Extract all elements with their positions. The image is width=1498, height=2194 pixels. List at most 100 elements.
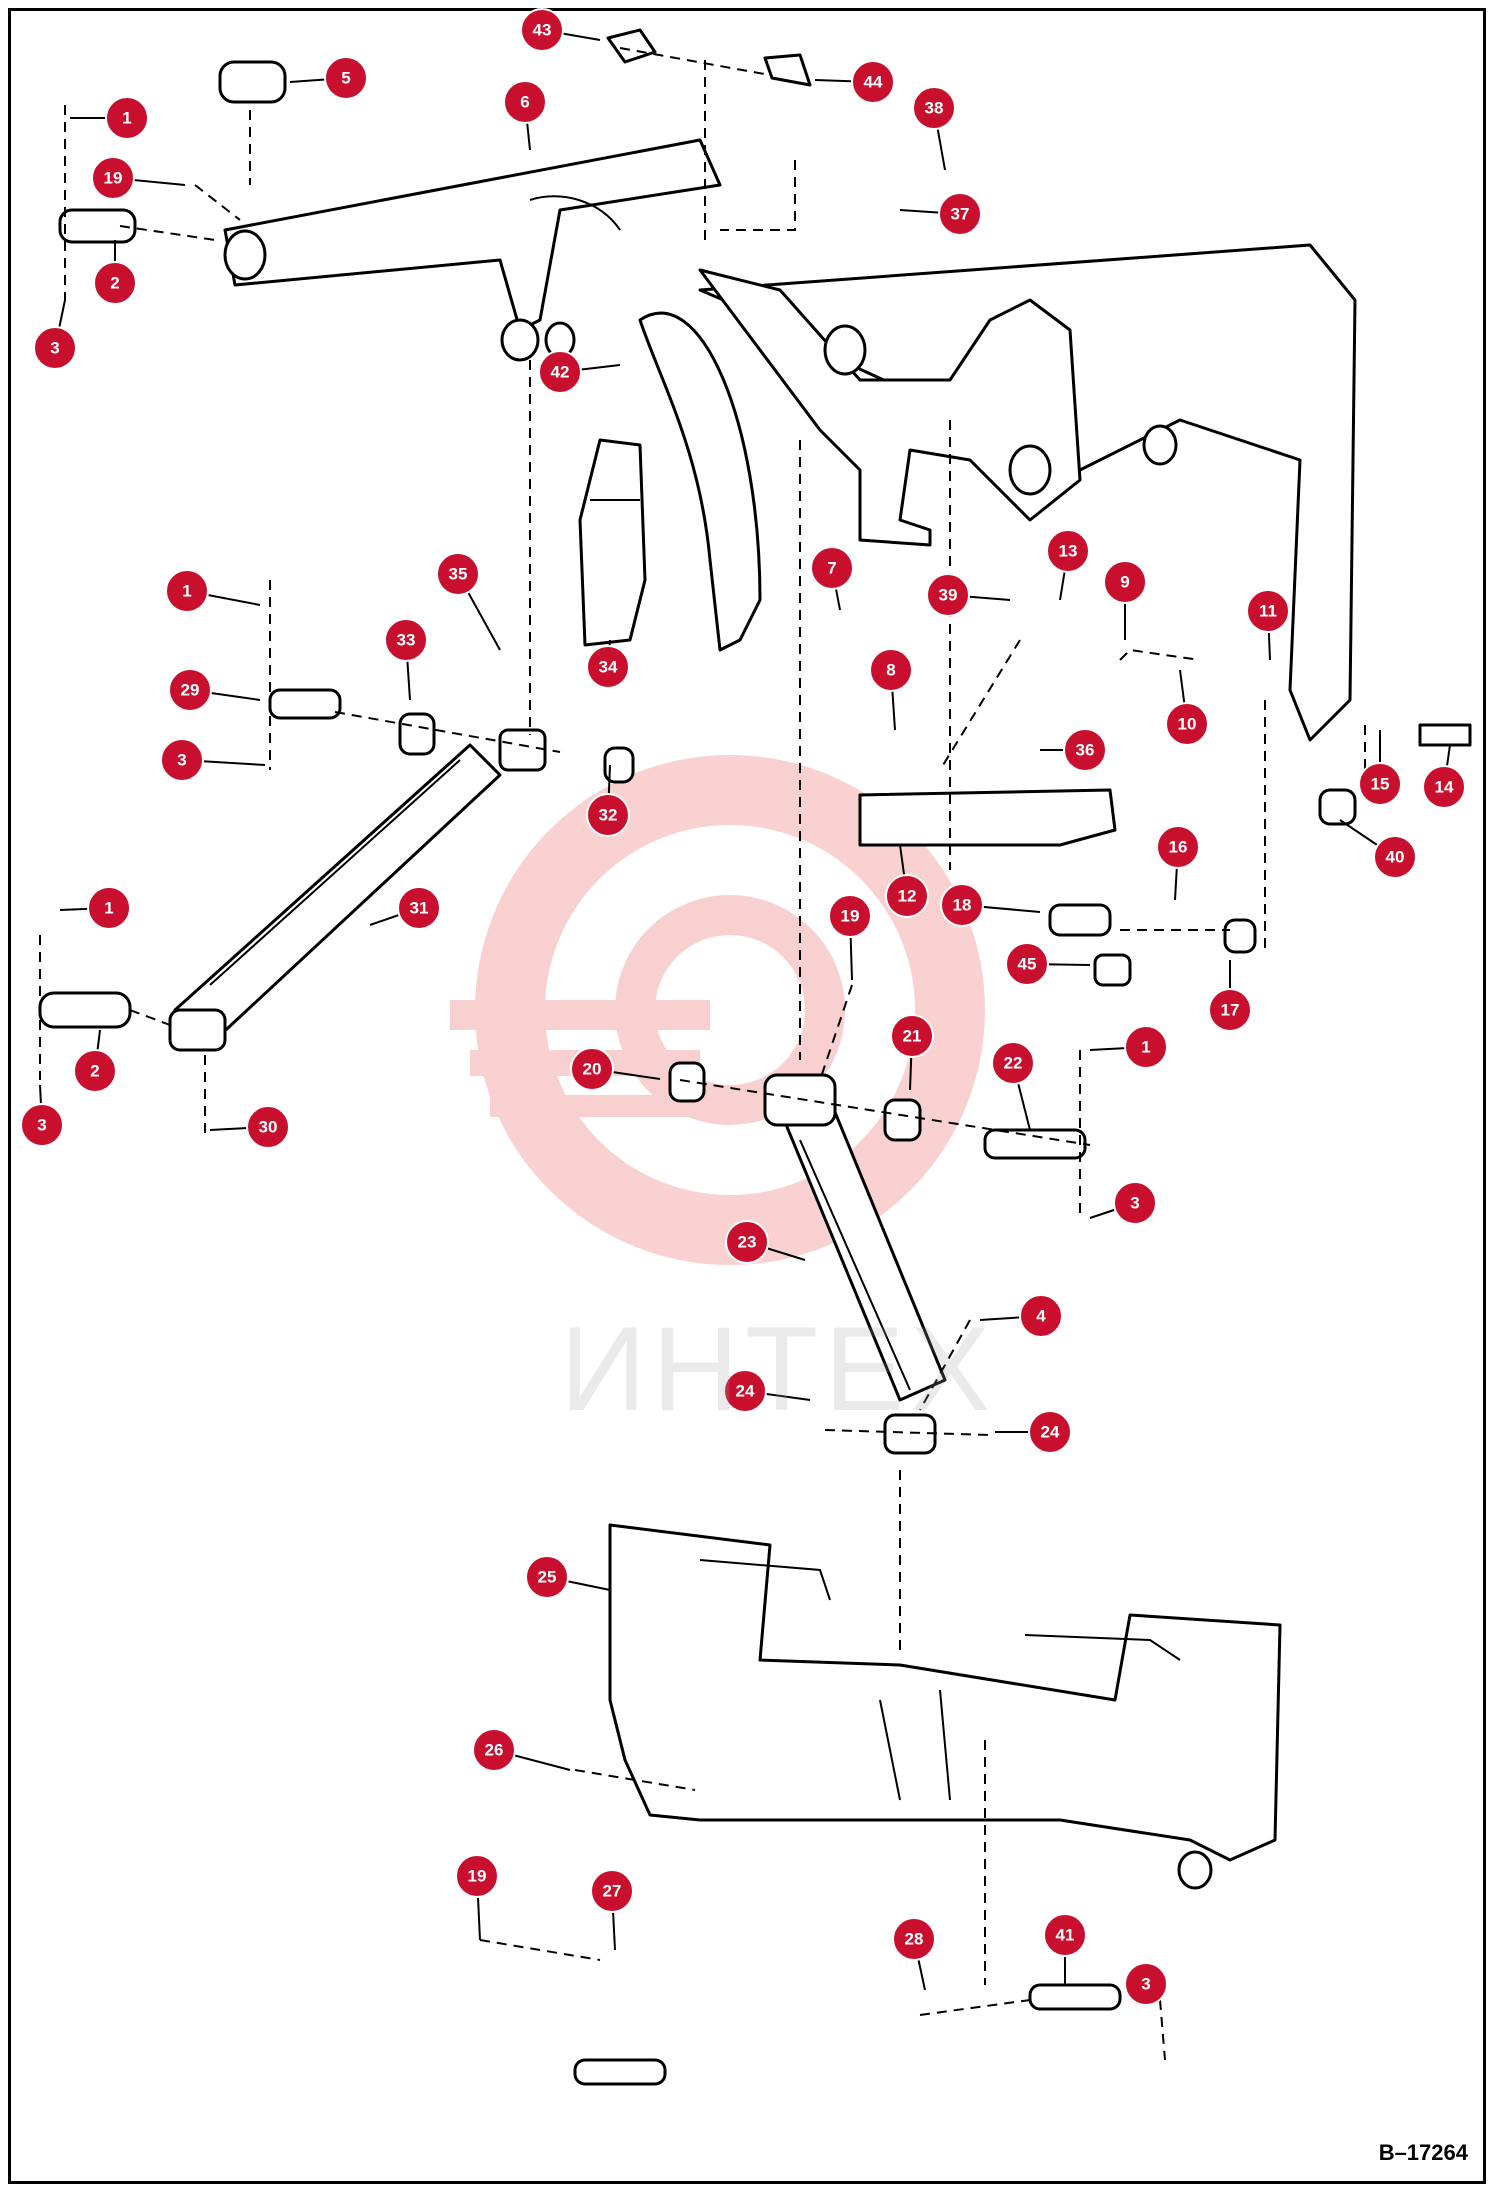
callout-number: 13 bbox=[1059, 542, 1078, 561]
callout-c42: 42 bbox=[538, 350, 621, 394]
callout-badge bbox=[828, 894, 872, 938]
callout-c18: 18 bbox=[940, 883, 1041, 927]
callout-number: 9 bbox=[1120, 573, 1129, 592]
callout-badge bbox=[91, 156, 135, 200]
callout-badge bbox=[926, 573, 970, 617]
left-boom-arm bbox=[223, 138, 722, 362]
callout-c40: 40 bbox=[1339, 819, 1417, 879]
callout-c1a: 1 bbox=[70, 96, 149, 140]
callout-badge bbox=[93, 261, 137, 305]
callout-c1b: 1 bbox=[165, 569, 261, 613]
callout-c25: 25 bbox=[525, 1555, 611, 1599]
callout-c14: 14 bbox=[1422, 744, 1466, 809]
main-boom-assembly bbox=[638, 243, 1357, 742]
callout-badge bbox=[586, 645, 630, 689]
callout-c38: 38 bbox=[912, 86, 956, 171]
callout-number: 14 bbox=[1435, 778, 1454, 797]
callout-number: 27 bbox=[603, 1882, 622, 1901]
callout-badge bbox=[938, 192, 982, 236]
pins-and-bushings bbox=[38, 28, 1472, 2086]
callout-c35: 35 bbox=[436, 552, 501, 651]
callout-number: 31 bbox=[410, 899, 429, 918]
callout-number: 41 bbox=[1056, 1926, 1075, 1945]
callout-c1c: 1 bbox=[59, 886, 131, 930]
callout-number: 3 bbox=[1130, 1194, 1139, 1213]
callout-number: 4 bbox=[1036, 1307, 1046, 1326]
callout-badge bbox=[436, 552, 480, 596]
callout-badge bbox=[20, 1103, 64, 1147]
tilt-cylinder bbox=[763, 1073, 947, 1455]
callout-badge bbox=[586, 793, 630, 837]
callout-badge bbox=[105, 96, 149, 140]
callout-c43: 43 bbox=[520, 8, 601, 52]
callout-c2a: 2 bbox=[93, 240, 137, 305]
callout-c28: 28 bbox=[892, 1917, 936, 1991]
callout-c19c: 19 bbox=[455, 1854, 499, 1941]
callout-number: 1 bbox=[1141, 1038, 1150, 1057]
callout-c10: 10 bbox=[1165, 669, 1209, 746]
callout-badge bbox=[1019, 1294, 1063, 1338]
callout-badge bbox=[538, 350, 582, 394]
callout-number: 1 bbox=[182, 582, 191, 601]
callout-badge bbox=[246, 1105, 290, 1149]
callout-c36: 36 bbox=[1040, 728, 1107, 772]
callout-number: 29 bbox=[181, 681, 200, 700]
callout-number: 12 bbox=[898, 887, 917, 906]
callout-c7: 7 bbox=[810, 546, 854, 611]
callout-number: 16 bbox=[1169, 838, 1188, 857]
callout-badge bbox=[1156, 825, 1200, 869]
callout-badge bbox=[525, 1555, 569, 1599]
callout-c3e: 3 bbox=[1124, 1962, 1168, 2006]
callout-number: 8 bbox=[886, 661, 895, 680]
callout-number: 30 bbox=[259, 1118, 278, 1137]
callout-c6: 6 bbox=[503, 80, 547, 151]
callout-badge bbox=[1043, 1913, 1087, 1957]
callout-c3a: 3 bbox=[33, 299, 77, 370]
callout-badge bbox=[912, 86, 956, 130]
callout-number: 5 bbox=[341, 69, 350, 88]
callout-c9: 9 bbox=[1103, 560, 1147, 640]
callout-number: 3 bbox=[177, 751, 186, 770]
callout-badge bbox=[1246, 589, 1290, 633]
callout-number: 17 bbox=[1221, 1001, 1240, 1020]
callout-c4: 4 bbox=[979, 1294, 1063, 1338]
callout-number: 21 bbox=[903, 1027, 922, 1046]
callout-badge bbox=[1422, 765, 1466, 809]
callout-badge bbox=[810, 546, 854, 590]
callout-number: 7 bbox=[827, 559, 836, 578]
callout-number: 42 bbox=[551, 363, 570, 382]
callout-number: 2 bbox=[90, 1062, 99, 1081]
callout-number: 45 bbox=[1018, 955, 1037, 974]
callout-number: 2 bbox=[110, 274, 119, 293]
lift-cylinder bbox=[168, 728, 547, 1052]
callout-number: 18 bbox=[953, 896, 972, 915]
callout-badge bbox=[1063, 728, 1107, 772]
link-arm bbox=[858, 788, 1117, 847]
callout-badge bbox=[1005, 942, 1049, 986]
callout-badge bbox=[168, 668, 212, 712]
callout-c17: 17 bbox=[1208, 960, 1252, 1032]
callout-number: 22 bbox=[1004, 1054, 1023, 1073]
callout-number: 44 bbox=[864, 73, 883, 92]
callout-number: 11 bbox=[1259, 602, 1277, 621]
callout-c30: 30 bbox=[209, 1105, 290, 1149]
callout-number: 6 bbox=[520, 93, 529, 112]
callout-c15: 15 bbox=[1358, 730, 1402, 806]
callout-number: 24 bbox=[736, 1382, 755, 1401]
callout-c21: 21 bbox=[890, 1014, 934, 1091]
callout-badge bbox=[1373, 835, 1417, 879]
diagram-frame bbox=[8, 8, 1486, 2184]
callout-c45: 45 bbox=[1005, 942, 1091, 986]
callout-number: 39 bbox=[939, 586, 958, 605]
callout-c33: 33 bbox=[384, 618, 428, 701]
callout-badge bbox=[472, 1728, 516, 1772]
callout-c24a: 24 bbox=[723, 1369, 811, 1413]
callout-badge bbox=[520, 8, 564, 52]
callout-c19a: 19 bbox=[91, 156, 186, 200]
assembly-lines bbox=[39, 47, 1366, 2061]
callout-number: 33 bbox=[397, 631, 416, 650]
callout-badge bbox=[1208, 988, 1252, 1032]
callout-number: 40 bbox=[1386, 848, 1405, 867]
callout-badge bbox=[991, 1041, 1035, 1085]
callout-c12: 12 bbox=[885, 844, 929, 918]
